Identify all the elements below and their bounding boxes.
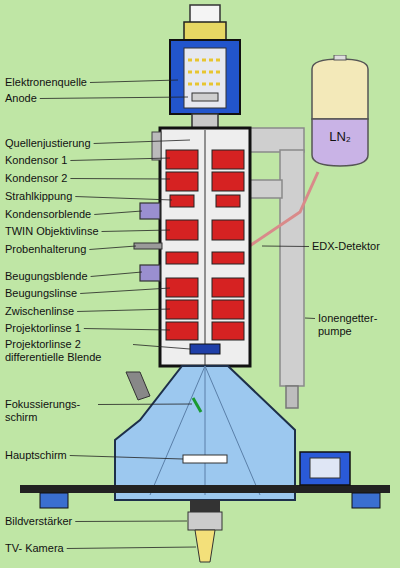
dewar-outline [308, 55, 372, 170]
leader-line [98, 404, 192, 406]
leader-line [77, 309, 170, 312]
part-label: Hauptschirm [5, 449, 67, 462]
leader-line [40, 97, 188, 99]
part-label: EDX-Detektor [312, 240, 380, 253]
leader-line [305, 318, 315, 320]
part-label: Anode [5, 92, 37, 105]
part-label: Fokussierungs- schirm [5, 398, 95, 424]
part-label: TWIN Objektivlinse [5, 225, 99, 238]
leader-line [75, 521, 187, 523]
part-label: Projektorlinse 1 [5, 322, 81, 335]
nitrogen-dewar: LN₂ [308, 55, 372, 170]
part-label: TV- Kamera [5, 542, 64, 555]
part-label: Beugungsblende [5, 270, 88, 283]
leader-line [91, 272, 142, 277]
part-label: Kondensor 2 [5, 172, 67, 185]
part-label: Kondensorblende [5, 208, 91, 221]
part-label: Elektronenquelle [5, 76, 87, 89]
part-label: Zwischenlinse [5, 305, 74, 318]
leader-line [67, 547, 196, 549]
leader-line [70, 178, 170, 180]
leader-line [84, 329, 170, 331]
leader-line [90, 80, 178, 83]
part-label: Beugungslinse [5, 287, 77, 300]
leader-line [89, 246, 136, 250]
leader-line [94, 140, 190, 144]
part-label: Projektorlinse 2 differentielle Blende [5, 338, 130, 364]
part-label: Ionengetter- pumpe [318, 312, 390, 338]
leader-line [94, 211, 142, 215]
leader-line [262, 246, 309, 248]
part-label: Bildverstärker [5, 515, 72, 528]
part-label: Kondensor 1 [5, 154, 67, 167]
leader-line [70, 158, 170, 161]
leader-line [80, 288, 170, 294]
node-label: LN₂ [308, 129, 372, 144]
leader-line [102, 230, 170, 232]
part-label: Probenhalterung [5, 243, 86, 256]
part-label: Quellenjustierung [5, 137, 91, 150]
part-label: Strahlkippung [5, 190, 72, 203]
leader-line [70, 456, 183, 460]
leader-line [75, 197, 172, 201]
leader-line [133, 345, 190, 350]
